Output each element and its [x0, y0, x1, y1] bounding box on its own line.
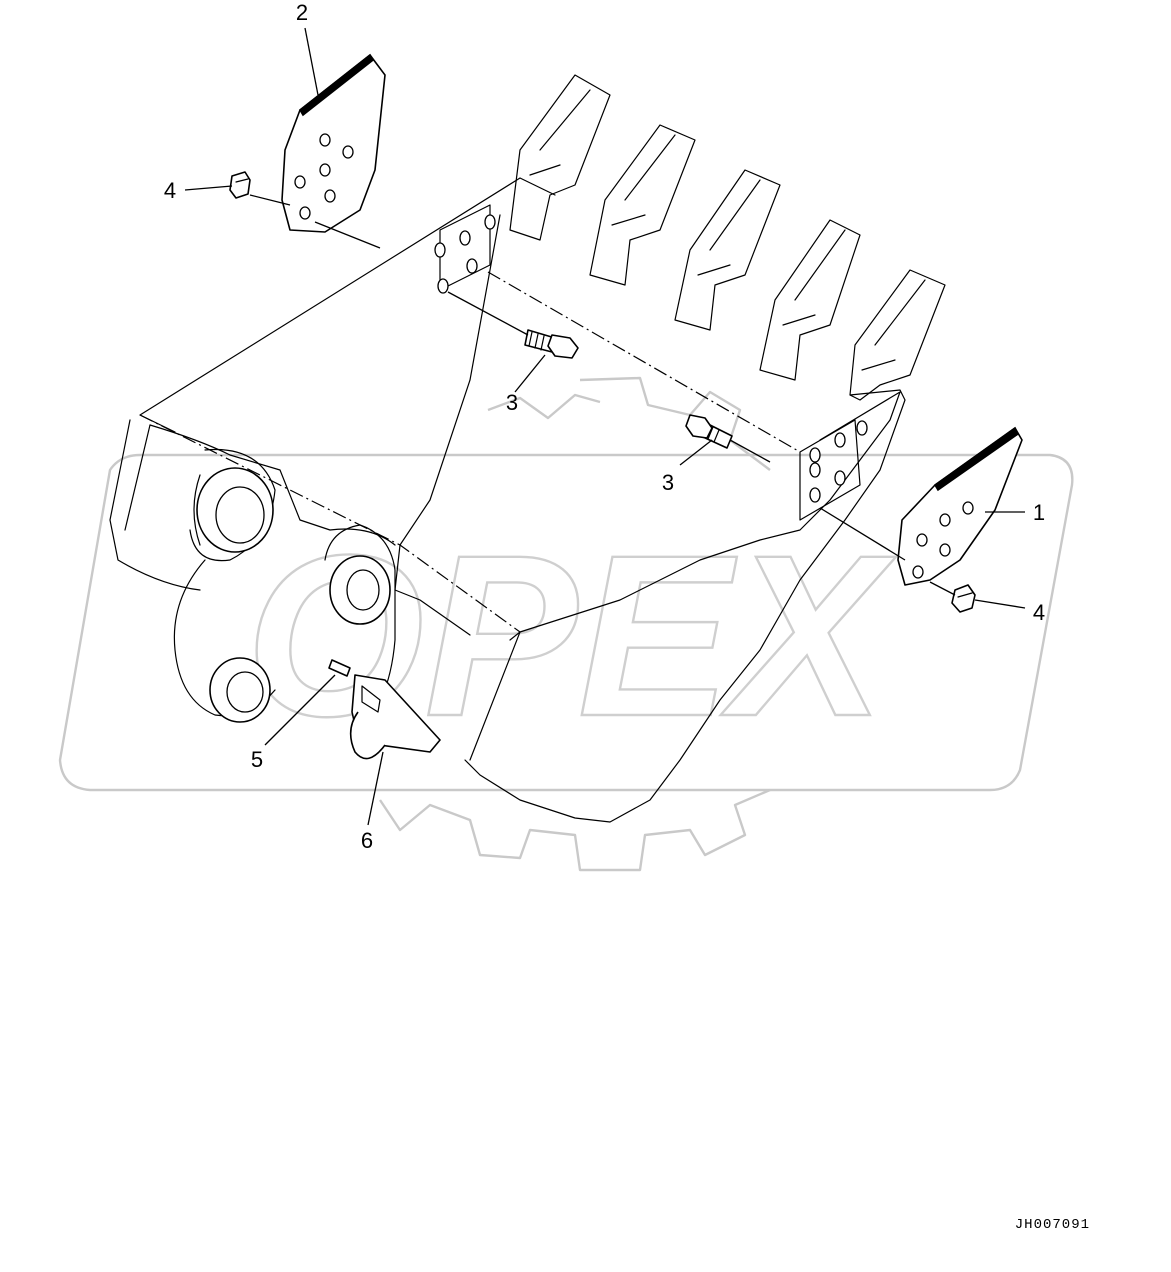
- drawing-code: JH007091: [1015, 1217, 1090, 1233]
- assembly-lines: [249, 194, 956, 596]
- side-cutter-part-2: [281, 53, 386, 233]
- callout-4-upper: 4: [164, 178, 176, 203]
- hook-part-6: [349, 674, 441, 760]
- callout-3-lower: 3: [662, 470, 674, 495]
- side-cutter-part-1: [897, 426, 1023, 586]
- callout-1: 1: [1033, 500, 1045, 525]
- bucket-teeth: [509, 74, 946, 401]
- opex-watermark: OPEX: [58, 376, 1074, 872]
- callout-3-upper: 3: [506, 390, 518, 415]
- callout-leaders: [184, 27, 1026, 826]
- nut-part-4-upper: [229, 171, 251, 199]
- hinge-bosses: [149, 424, 396, 731]
- callout-2: 2: [296, 0, 308, 25]
- callout-6: 6: [361, 828, 373, 853]
- bucket: [109, 74, 946, 823]
- bolt-part-3-lower: [685, 414, 733, 449]
- watermark-text: OPEX: [245, 507, 896, 764]
- pin-part-5: [328, 659, 351, 677]
- bolt-part-3-upper: [524, 329, 579, 359]
- callout-5: 5: [251, 747, 263, 772]
- nut-part-4-lower: [951, 584, 976, 613]
- callout-4-lower: 4: [1033, 600, 1045, 625]
